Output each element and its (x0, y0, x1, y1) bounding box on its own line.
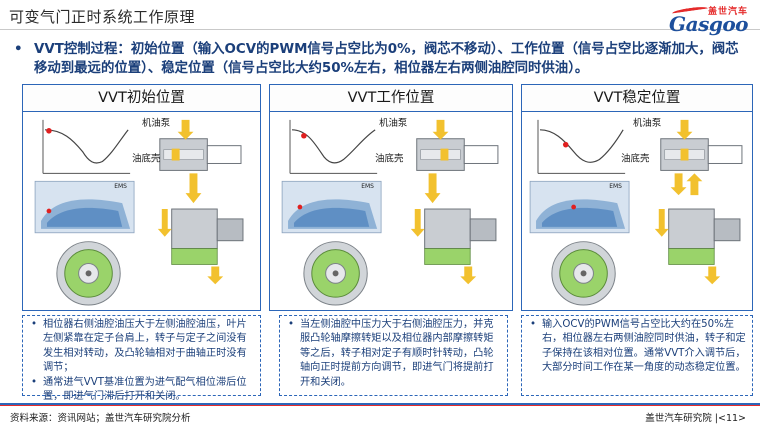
panel-title: VVT工作位置 (270, 85, 512, 112)
vvt-working-diagram: EMS 机油泵 油底壳 (281, 117, 499, 306)
panel-illustration: EMS 机油泵 油底壳 (270, 112, 512, 310)
rotor-stator (551, 241, 616, 306)
label-oil-sump: 油底壳 (375, 153, 404, 165)
summary-paragraph: • VVT控制过程：初始位置（输入OCV的PWM信号占空比为0%，阀芯不移动）、… (14, 40, 750, 78)
logo-en-text: Gasgoo (669, 12, 748, 36)
note-item: 输入OCV的PWM信号占空比大约在50%左右，相位器左右两侧油腔同时供油，转子和… (526, 318, 746, 376)
bullet-icon: • (14, 42, 23, 57)
panel-initial-position: VVT初始位置 EMS (22, 84, 261, 311)
note-initial-position: 相位器右侧油腔油压大于左侧油腔油压，叶片左侧紧靠在定子台肩上，转子与定子之间没有… (22, 315, 261, 402)
ems-map: EMS (281, 180, 382, 234)
ocv-valve (159, 138, 242, 171)
logo-cn-text: 盖世汽车 (707, 7, 748, 17)
ems-label: EMS (114, 183, 127, 190)
note-item: 当左侧油腔中压力大于右侧油腔压力，并克服凸轮轴摩擦转矩以及相位器内部摩擦转矩等之… (284, 318, 501, 390)
page-credit: 盖世汽车研究院 |<11> (645, 413, 746, 424)
label-oil-sump: 油底壳 (132, 153, 161, 165)
gasgoo-logo: 盖世汽车 Gasgoo (628, 4, 748, 36)
ems-label: EMS (361, 183, 374, 190)
ocv-valve (416, 138, 499, 171)
panel-title: VVT稳定位置 (522, 85, 752, 112)
label-oil-sump: 油底壳 (621, 153, 650, 165)
title-divider (0, 29, 760, 30)
vvt-initial-diagram: EMS 机油泵 油底壳 (34, 117, 244, 306)
cam-profile-graph (42, 119, 131, 174)
cam-phaser (654, 208, 741, 285)
cam-profile-graph (537, 119, 626, 174)
panel-working-position: VVT工作位置 EMS (269, 84, 513, 311)
footer-divider (0, 403, 760, 405)
note-item: 相位器右侧油腔油压大于左侧油腔油压，叶片左侧紧靠在定子台肩上，转子与定子之间没有… (27, 318, 254, 376)
ems-map: EMS (529, 180, 630, 234)
panel-illustration: EMS 机油泵 油底壳 (522, 112, 752, 310)
vvt-stable-diagram: EMS 机油泵 油底壳 (529, 117, 743, 306)
oil-flow-arrows (670, 119, 703, 196)
note-working-position: 当左侧油腔中压力大于右侧油腔压力，并克服凸轮轴摩擦转矩以及相位器内部摩擦转矩等之… (279, 315, 508, 396)
ems-map: EMS (34, 180, 135, 234)
note-stable-position: 输入OCV的PWM信号占空比大约在50%左右，相位器左右两侧油腔同时供油，转子和… (521, 315, 753, 396)
label-oil-pump: 机油泵 (633, 117, 661, 129)
rotor-stator (303, 241, 368, 306)
summary-text: VVT控制过程：初始位置（输入OCV的PWM信号占空比为0%，阀芯不移动）、工作… (34, 42, 739, 76)
source-note: 资料来源：资讯网站；盖世汽车研究院分析 (10, 413, 191, 424)
ems-label: EMS (609, 183, 622, 190)
panel-illustration: EMS 机油泵 油底壳 (23, 112, 260, 310)
panel-title: VVT初始位置 (23, 85, 260, 112)
oil-flow-arrows (177, 119, 202, 204)
footer-accent-line (0, 405, 760, 406)
label-oil-pump: 机油泵 (142, 117, 170, 129)
note-item: 通常进气VVT基准位置为进气配气相位滞后位置，即进气门滞后打开和关闭。 (27, 376, 254, 405)
ocv-valve (660, 138, 743, 171)
cam-phaser (157, 208, 244, 285)
page-title: 可变气门正时系统工作原理 (9, 8, 196, 26)
label-oil-pump: 机油泵 (379, 117, 407, 129)
rotor-stator (56, 241, 121, 306)
panel-stable-position: VVT稳定位置 EMS (521, 84, 753, 311)
cam-phaser (410, 208, 497, 285)
cam-profile-graph (289, 119, 378, 174)
